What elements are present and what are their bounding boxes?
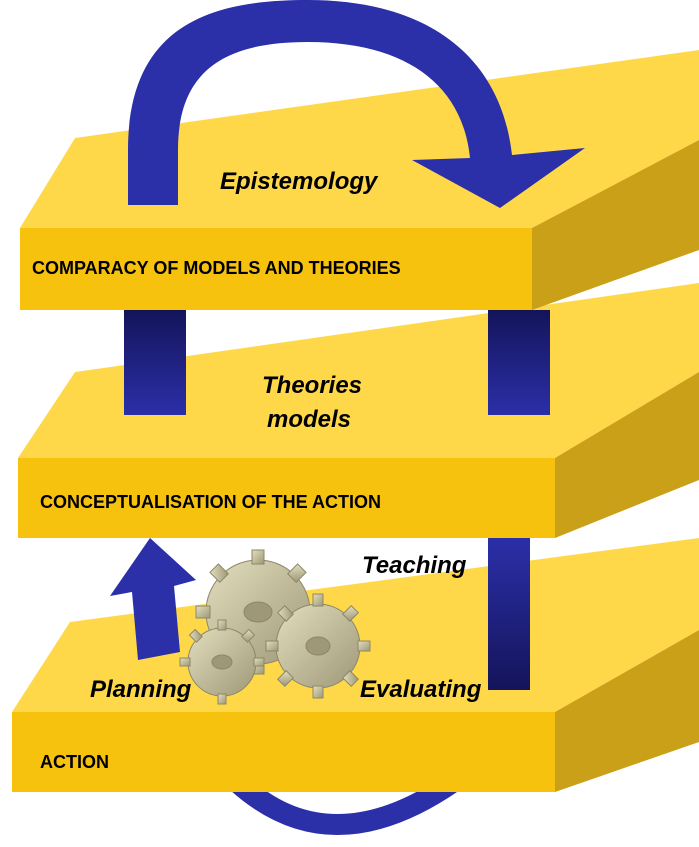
bottom-level-title: ACTION	[40, 752, 109, 772]
epistemology-curve-arrow-icon	[128, 0, 585, 208]
teaching-label: Teaching	[362, 552, 467, 579]
planning-label: Planning	[90, 676, 192, 703]
gears-icon	[179, 549, 371, 705]
top-level-title: COMPARACY OF MODELS AND THEORIES	[32, 258, 401, 278]
connector-bar-right-icon	[488, 310, 550, 415]
connector-bar-left-icon	[124, 310, 186, 415]
epistemology-label: Epistemology	[220, 168, 378, 195]
bottom-curve-arrow-icon	[230, 778, 460, 835]
models-label: models	[267, 406, 352, 433]
evaluating-label: Evaluating	[360, 676, 482, 703]
theories-label: Theories	[262, 372, 363, 399]
connector-bar-lower-icon	[488, 538, 530, 690]
planning-up-arrow-icon	[110, 538, 196, 660]
middle-level-title: CONCEPTUALISATION OF THE ACTION	[40, 492, 381, 512]
